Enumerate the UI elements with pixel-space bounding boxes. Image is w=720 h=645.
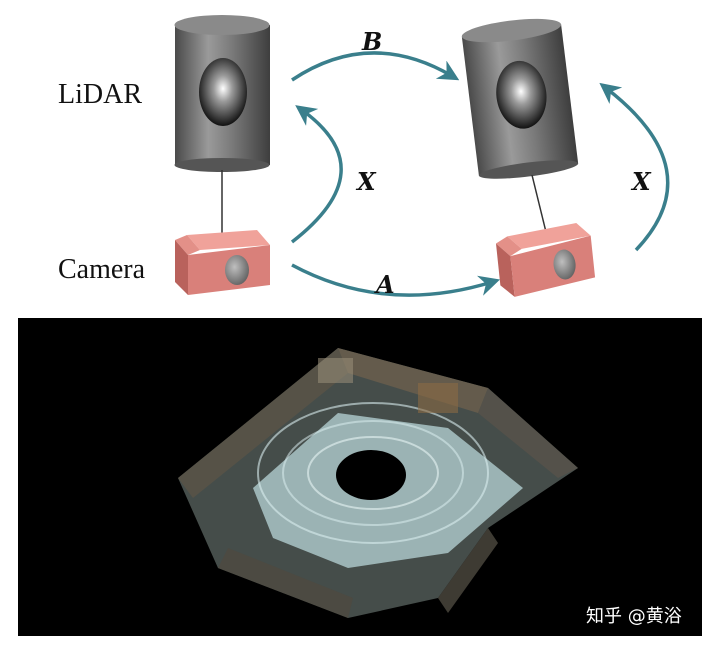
transform-a-label: A bbox=[374, 270, 395, 299]
lidar-right bbox=[461, 18, 579, 179]
lidar-right-lens bbox=[496, 60, 547, 129]
lidar-label: LiDAR bbox=[58, 79, 142, 110]
lidar-left-lens bbox=[199, 58, 247, 126]
arrow-b bbox=[291, 51, 460, 82]
point-cloud-render: 知乎 @黄浴 bbox=[18, 318, 702, 636]
calibration-diagram: LiDAR Camera B A X X bbox=[58, 15, 670, 299]
camera-right-lens bbox=[553, 249, 576, 280]
transform-b-label: B bbox=[361, 27, 382, 56]
scanner-blind-spot bbox=[336, 450, 406, 500]
camera-left bbox=[175, 230, 270, 295]
lidar-left bbox=[174, 15, 270, 172]
camera-label: Camera bbox=[58, 254, 146, 285]
camera-right bbox=[495, 223, 596, 297]
transform-x-left-label: X bbox=[355, 167, 377, 196]
transform-x-right-label: X bbox=[630, 167, 652, 196]
arrow-a bbox=[291, 263, 501, 297]
watermark: 知乎 @黄浴 bbox=[586, 606, 682, 627]
arrow-x-right bbox=[599, 82, 670, 252]
camera-left-lens bbox=[225, 255, 249, 285]
arrow-x-left bbox=[290, 105, 343, 244]
